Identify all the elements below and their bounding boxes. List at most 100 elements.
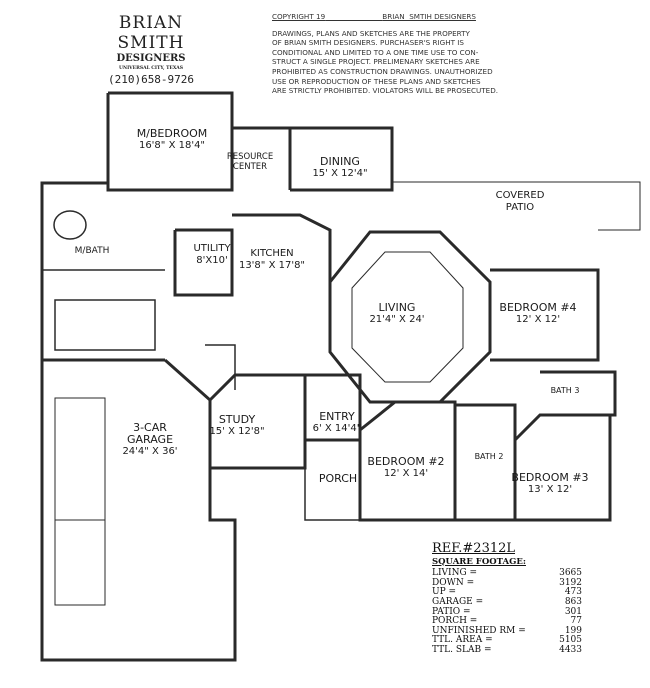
sqft-value: 5105: [559, 635, 582, 646]
copyright-line: ARE STRICTLY PROHIBITED. VIOLATORS WILL …: [272, 86, 499, 96]
room-name: BEDROOM #4: [499, 301, 577, 314]
room-size: 8'X10': [196, 255, 228, 266]
room-name: KITCHEN: [250, 248, 294, 259]
room-name: 3-CAR: [133, 421, 167, 434]
room-size: 12' X 14': [383, 468, 429, 479]
copyright-line: PROHIBITED AS CONSTRUCTION DRAWINGS. UNA…: [272, 66, 493, 76]
sqft-value: 77: [570, 616, 582, 627]
sqft-label: TTL. AREA =: [432, 635, 493, 646]
sqft-row: UP = 473: [432, 588, 582, 598]
room-name: PORCH: [318, 472, 358, 485]
wall-utility: [173, 228, 234, 297]
room-bath-2: BATH 2: [475, 451, 504, 463]
wall-bedroom2: [358, 400, 457, 522]
sqft-row: GARAGE = 863: [432, 596, 582, 608]
room-name: BATH 3: [550, 386, 580, 395]
wall-master-bedroom: [106, 91, 234, 192]
company-subtitle: DESIGNERS: [116, 53, 186, 64]
sqft-value: 199: [564, 625, 582, 636]
sqft-label: LIVING =: [432, 568, 478, 579]
wall-garage: [40, 358, 237, 662]
copyright-line: OF BRIAN SMITH DESIGNERS. PURCHASER'S RI…: [272, 38, 464, 48]
reference-number: REF.#2312L: [432, 541, 516, 556]
room-porch: PORCH: [319, 473, 357, 485]
room-size: 6' X 14'4": [312, 423, 362, 434]
wall-master-bath: [40, 181, 165, 362]
sqft-value: 3192: [559, 577, 582, 588]
sqft-value: 863: [564, 596, 582, 607]
sqft-value: 4433: [559, 644, 582, 655]
sqft-label: UP =: [432, 587, 457, 598]
wall-bedroom4: [490, 268, 600, 362]
room-name: ENTRY: [319, 410, 355, 423]
room-name: STUDY: [218, 413, 256, 426]
sqft-label: PATIO =: [432, 606, 471, 617]
sqft-label: UNFINISHED RM =: [432, 625, 526, 636]
room-size: 13'8" X 17'8": [238, 260, 306, 271]
room-size: 13' X 12': [527, 484, 573, 495]
company-block: BRIAN SMITH DESIGNERS UNIVERSAL CITY, TE…: [95, 13, 207, 86]
room-name: DINING: [320, 155, 360, 168]
wall-patio: [392, 181, 641, 231]
room-name: COVERED: [495, 190, 545, 201]
sqft-row: PORCH = 77: [432, 617, 582, 627]
room-name: M/BEDROOM: [136, 127, 208, 140]
room-size: 24'4" X 36': [122, 446, 178, 457]
room-name: BATH 2: [474, 452, 504, 461]
wall-stairs: [205, 344, 236, 390]
sqft-row: DOWN =3192: [432, 577, 582, 589]
sqft-value: 473: [564, 587, 582, 598]
copyright-line: DRAWINGS, PLANS AND SKETCHES ARE THE PRO…: [272, 28, 470, 38]
wall-bath2: [455, 403, 517, 522]
copyright-line: USE OR REPRODUCTION OF THESE PLANS AND S…: [272, 76, 481, 86]
copyright-line: STRUCT A SINGLE PROJECT. PRELIMENARY SKE…: [272, 57, 480, 67]
room-size: 12' X 12': [515, 314, 561, 325]
room-name: UTILITY: [193, 243, 231, 254]
room-size: 15' X 12'8": [209, 426, 265, 437]
company-name: BRIAN SMITH: [117, 13, 185, 53]
sqft-row: LIVING = 3665: [432, 569, 582, 579]
room-name: LIVING: [378, 301, 416, 314]
room-bath-3: BATH 3: [551, 385, 580, 397]
sqft-row: PATIO =301: [432, 606, 582, 618]
square-footage-title: SQUARE FOOTAGE:: [432, 556, 526, 567]
sqft-label: GARAGE =: [432, 596, 484, 607]
room-name: BEDROOM #2: [367, 455, 445, 468]
company-phone: (210)658-9726: [107, 73, 195, 86]
copyright-owner: BRIAN SMTIH DESIGNERS: [382, 12, 476, 21]
room-master-bath: M/BATH: [75, 245, 110, 257]
copyright-block: COPYRIGHT 19 BRIAN SMTIH DESIGNERS DRAWI…: [272, 12, 498, 96]
copyright-header: COPYRIGHT 19 BRIAN SMTIH DESIGNERS: [272, 12, 498, 22]
room-name: BEDROOM #3: [511, 471, 589, 484]
square-footage-block: REF.#2312L SQUARE FOOTAGE: LIVING =3665 …: [432, 541, 582, 656]
sqft-label: TTL. SLAB =: [432, 644, 492, 655]
room-size: 21'4" X 24': [369, 314, 425, 325]
room-name: GARAGE: [126, 433, 174, 446]
sqft-label: PORCH =: [432, 616, 478, 627]
wall-kitchen: [232, 213, 332, 350]
room-size: 15' X 12'4": [312, 168, 368, 179]
wall-bedroom3: [513, 413, 612, 522]
sqft-row: UNFINISHED RM = 199: [432, 625, 582, 637]
company-location: UNIVERSAL CITY, TEXAS: [119, 66, 183, 71]
room-name: PATIO: [505, 202, 535, 213]
sqft-row: TTL. AREA = 5105: [432, 636, 582, 646]
room-name: RESOURCE: [226, 152, 274, 162]
sqft-value: 3665: [559, 568, 582, 579]
wall-dining: [290, 126, 394, 192]
copyright-line: CONDITIONAL AND LIMITED TO A ONE TIME US…: [272, 47, 479, 57]
room-size: 16'8" X 18'4": [138, 140, 206, 151]
